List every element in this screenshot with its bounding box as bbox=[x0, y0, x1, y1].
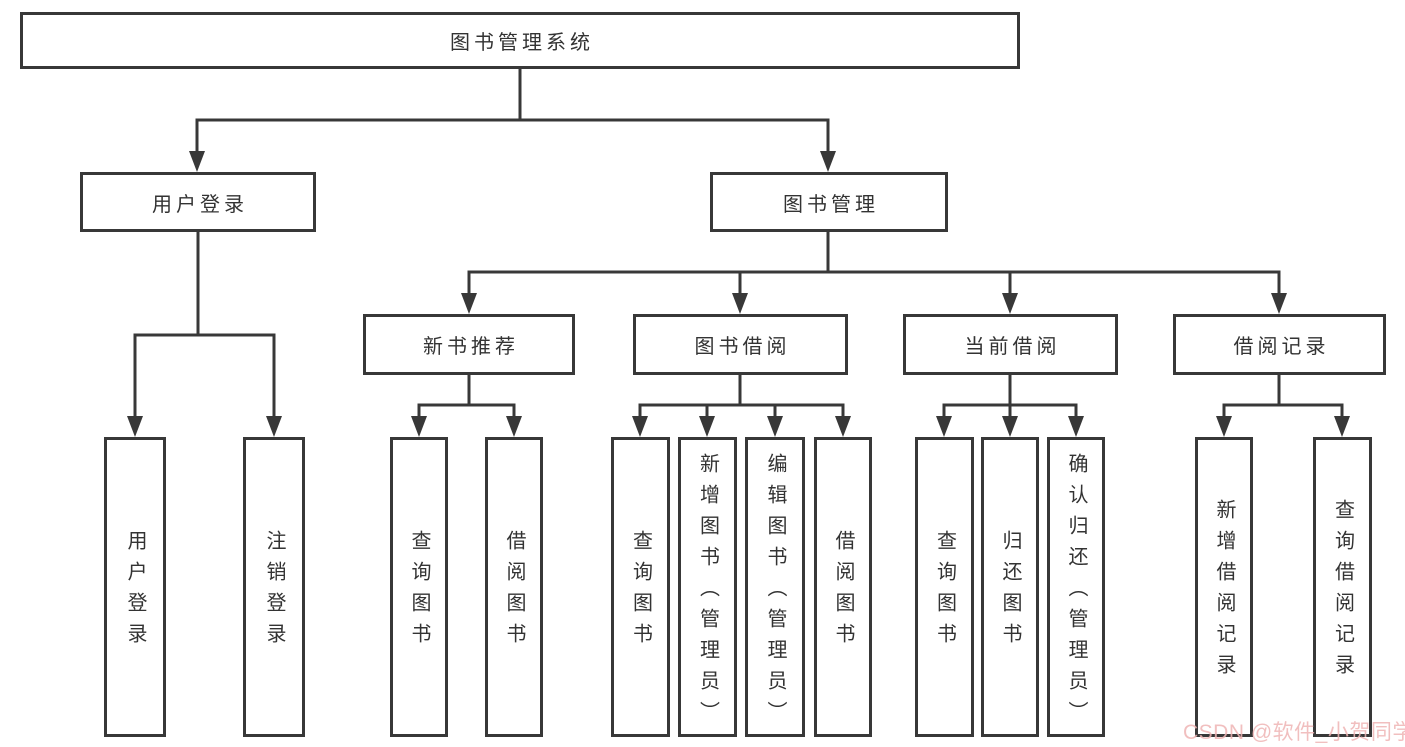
node-label: 查询借阅记录 bbox=[1331, 499, 1354, 685]
node-label: 注销登录 bbox=[263, 530, 285, 654]
leaf-add-book-admin: 新增图书（管理员） bbox=[678, 437, 737, 737]
node-new-book-recommend: 新书推荐 bbox=[363, 314, 575, 375]
leaf-return-book: 归还图书 bbox=[981, 437, 1039, 737]
node-label: 图书管理系统 bbox=[450, 32, 594, 54]
node-label: 查询图书 bbox=[933, 530, 956, 654]
node-label: 借阅图书 bbox=[832, 530, 854, 654]
node-current-borrow: 当前借阅 bbox=[903, 314, 1118, 375]
csdn-watermark: CSDN @软件_小贺同学 bbox=[1183, 721, 1405, 744]
leaf-user-login: 用户登录 bbox=[104, 437, 166, 737]
arrowheads bbox=[127, 151, 1350, 437]
leaf-query-books-3: 查询图书 bbox=[915, 437, 974, 737]
node-book-management: 图书管理 bbox=[710, 172, 948, 232]
connector-stems bbox=[133, 68, 1344, 418]
node-label: 借阅图书 bbox=[503, 530, 525, 654]
node-label: 新增借阅记录 bbox=[1213, 499, 1235, 685]
node-user-login: 用户登录 bbox=[80, 172, 316, 232]
leaf-edit-book-admin: 编辑图书（管理员） bbox=[745, 437, 805, 737]
node-label: 借阅记录 bbox=[1233, 336, 1330, 358]
leaf-query-books-1: 查询图书 bbox=[390, 437, 448, 737]
leaf-add-borrow-record: 新增借阅记录 bbox=[1195, 437, 1253, 737]
node-label: 用户登录 bbox=[124, 530, 146, 654]
node-label: 归还图书 bbox=[999, 530, 1021, 654]
node-label: 新书推荐 bbox=[423, 336, 519, 358]
leaf-query-books-2: 查询图书 bbox=[611, 437, 670, 737]
leaf-logout: 注销登录 bbox=[243, 437, 305, 737]
node-label: 查询图书 bbox=[629, 530, 652, 654]
leaf-query-borrow-record: 查询借阅记录 bbox=[1313, 437, 1372, 737]
node-label: 确认归还（管理员） bbox=[1065, 452, 1087, 732]
node-book-borrow: 图书借阅 bbox=[633, 314, 848, 375]
node-label: 新增图书（管理员） bbox=[696, 452, 719, 732]
leaf-borrow-books-2: 借阅图书 bbox=[814, 437, 872, 737]
node-borrow-records: 借阅记录 bbox=[1173, 314, 1386, 375]
leaf-borrow-books-1: 借阅图书 bbox=[485, 437, 543, 737]
node-label: 图书借阅 bbox=[694, 336, 791, 358]
node-root-system: 图书管理系统 bbox=[20, 12, 1020, 69]
node-label: 用户登录 bbox=[152, 193, 248, 216]
node-label: 图书管理 bbox=[783, 193, 879, 216]
leaf-confirm-return-admin: 确认归还（管理员） bbox=[1047, 437, 1105, 737]
node-label: 编辑图书（管理员） bbox=[764, 452, 786, 732]
node-label: 查询图书 bbox=[408, 530, 430, 654]
node-label: 当前借阅 bbox=[964, 336, 1061, 358]
